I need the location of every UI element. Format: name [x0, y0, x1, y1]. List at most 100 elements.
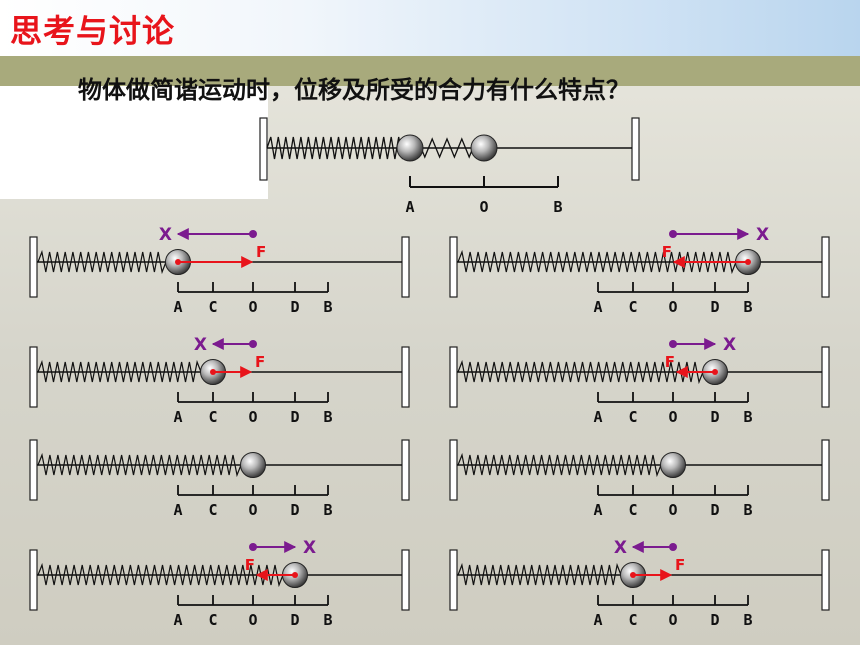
scale-label: C — [628, 501, 637, 519]
scale-label: B — [743, 408, 752, 426]
scale-label: A — [593, 408, 602, 426]
top-right-wall — [631, 117, 640, 181]
ball — [240, 452, 266, 478]
scale-label: C — [628, 611, 637, 629]
left-wall — [449, 549, 458, 611]
force-label: F — [675, 556, 685, 574]
scale-label: A — [173, 611, 182, 629]
displacement-label: X — [723, 335, 736, 355]
panel-7: A C O D B F X — [29, 538, 410, 629]
spring — [457, 359, 704, 385]
scale-label: C — [628, 408, 637, 426]
spring — [37, 359, 202, 383]
right-wall — [821, 236, 830, 298]
scale-label: O — [248, 298, 257, 316]
left-wall — [449, 236, 458, 298]
spring — [37, 562, 284, 588]
top-scale-label: O — [479, 198, 488, 216]
force-label: F — [256, 243, 266, 261]
scale-label: O — [668, 501, 677, 519]
panel-1: A C O D B F X — [29, 225, 410, 316]
header-band — [0, 56, 860, 86]
scale-label: O — [668, 611, 677, 629]
top-ball-at-a — [396, 134, 424, 162]
top-scale-label: A — [405, 198, 414, 216]
panel-8: A C O D B F X — [449, 538, 830, 629]
scale-label: O — [668, 298, 677, 316]
scale-label: D — [290, 611, 299, 629]
scale-label: O — [668, 408, 677, 426]
oscillator-panels: A C O D B F X A C O D B F X A C O D B F X A C O D B F X A C O D B A C O D B A C… — [29, 225, 830, 629]
left-wall — [449, 439, 458, 501]
question-text: 物体做简谐运动时，位移及所受的合力有什么特点？ — [78, 76, 630, 104]
left-wall — [449, 346, 458, 408]
scale-label: B — [323, 298, 332, 316]
slide-title: 思考与讨论 — [10, 12, 176, 50]
scale-label: A — [173, 298, 182, 316]
title-bar: 思考与讨论 — [0, 0, 860, 56]
scale-label: O — [248, 408, 257, 426]
force-label: F — [255, 353, 265, 371]
scale-label: C — [208, 408, 217, 426]
scale-label: B — [743, 501, 752, 519]
top-ball-at-o — [470, 134, 498, 162]
left-wall — [29, 549, 38, 611]
scale-label: A — [593, 501, 602, 519]
right-wall — [401, 549, 410, 611]
scale-label: B — [323, 501, 332, 519]
displacement-label: X — [614, 538, 627, 558]
force-label: F — [245, 556, 255, 574]
scale-label: D — [290, 408, 299, 426]
displacement-label: X — [756, 225, 769, 245]
scale-label: D — [290, 298, 299, 316]
scale-label: A — [173, 501, 182, 519]
scale-label: B — [743, 298, 752, 316]
displacement-label: X — [194, 335, 207, 355]
left-wall — [29, 236, 38, 298]
panel-3: A C O D B F X — [29, 335, 410, 426]
spring — [457, 562, 622, 586]
scale-label: C — [628, 298, 637, 316]
scale-label: O — [248, 501, 257, 519]
spring — [457, 452, 662, 478]
spring — [37, 452, 242, 478]
scale-label: D — [710, 501, 719, 519]
spring — [37, 249, 167, 275]
scale-label: B — [323, 611, 332, 629]
top-spring-compressed — [266, 136, 411, 160]
scale-label: C — [208, 298, 217, 316]
ball — [660, 452, 686, 478]
scale-label: B — [323, 408, 332, 426]
right-wall — [821, 549, 830, 611]
scale-label: C — [208, 611, 217, 629]
scale-label: D — [710, 611, 719, 629]
right-wall — [821, 439, 830, 501]
scale-label: D — [710, 408, 719, 426]
panel-2: A C O D B F X — [449, 225, 830, 316]
scale-label: A — [173, 408, 182, 426]
scale-label: A — [593, 298, 602, 316]
scale-label: D — [290, 501, 299, 519]
white-panel — [0, 86, 268, 199]
left-wall — [29, 439, 38, 501]
scale-label: A — [593, 611, 602, 629]
panel-4: A C O D B F X — [449, 335, 830, 426]
top-left-wall — [259, 117, 268, 181]
left-wall — [29, 346, 38, 408]
right-wall — [401, 236, 410, 298]
top-scale-label: B — [553, 198, 562, 216]
scale-label: O — [248, 611, 257, 629]
displacement-label: X — [303, 538, 316, 558]
right-wall — [401, 439, 410, 501]
force-label: F — [662, 243, 672, 261]
displacement-label: X — [159, 225, 172, 245]
scale-label: D — [710, 298, 719, 316]
scale-label: B — [743, 611, 752, 629]
right-wall — [401, 346, 410, 408]
right-wall — [821, 346, 830, 408]
force-label: F — [665, 353, 675, 371]
